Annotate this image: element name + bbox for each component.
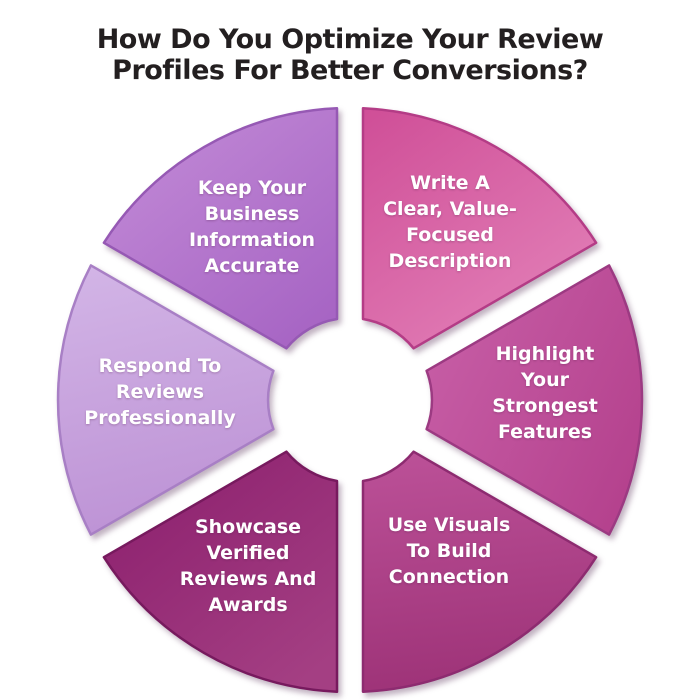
segment-label-showcase-verified-reviews: Showcase Verified Reviews And Awards [179, 516, 317, 616]
segment-label-keep-business-info-accurate: Keep Your Business Information Accurate [188, 177, 316, 277]
segment-label-use-visuals-connection: Use Visuals To Build Connection [387, 514, 511, 588]
segment-label-write-clear-description: Write A Clear, Value- Focused Descriptio… [383, 172, 517, 272]
wedge-keep-business-info-accurate [102, 107, 339, 350]
segment-label-respond-professionally: Respond To Reviews Professionally [84, 355, 236, 429]
wedge-respond-professionally [56, 264, 275, 536]
wedge-write-clear-description [361, 107, 598, 350]
wedge-use-visuals-connection [361, 450, 598, 693]
segment-label-highlight-strongest-features: Highlight Your Strongest Features [492, 343, 598, 443]
wedge-showcase-verified-reviews [102, 450, 339, 693]
page-title: How Do You Optimize Your Review Profiles… [96, 24, 604, 86]
wedge-highlight-strongest-features [425, 264, 644, 536]
